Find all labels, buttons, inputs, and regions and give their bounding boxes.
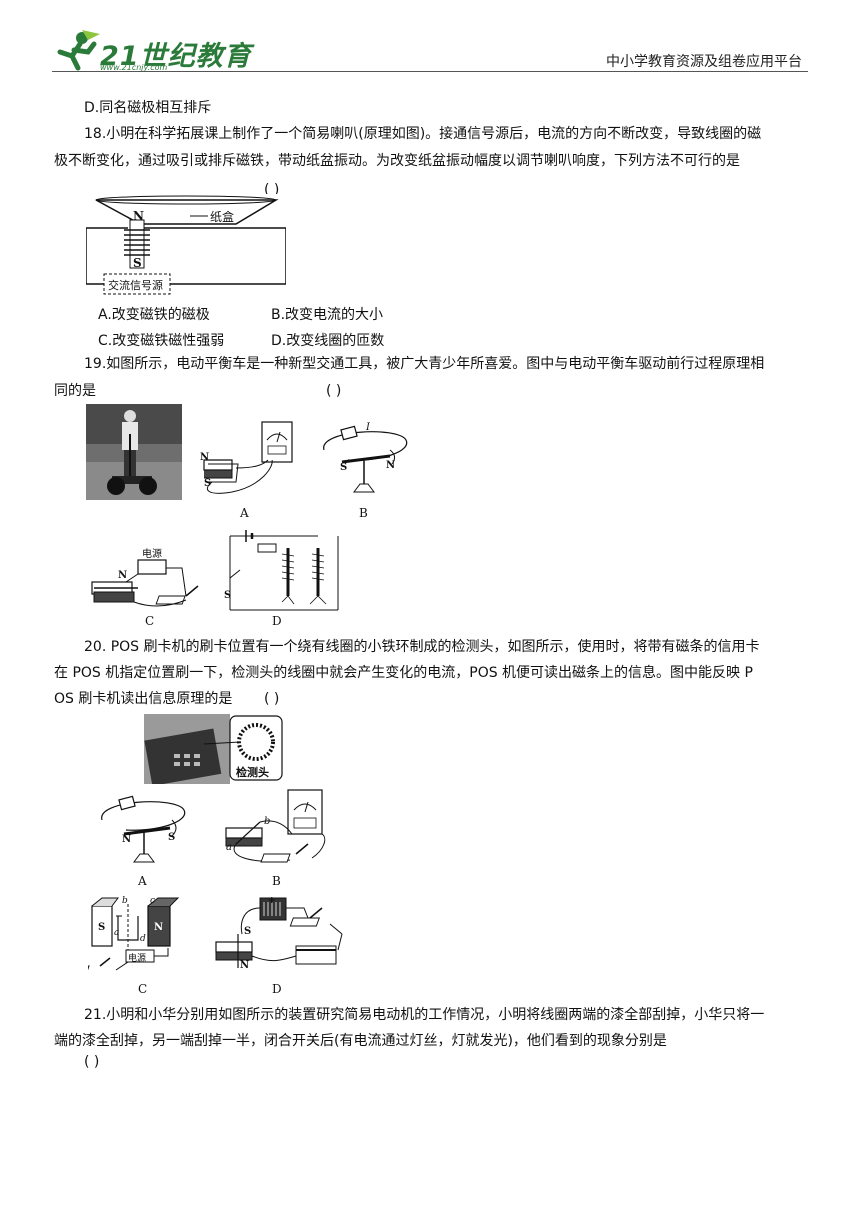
q21-line1: 21.小明和小华分别用如图所示的装置研究简易电动机的工作情况，小明将线圈两端的漆… (84, 1007, 765, 1023)
q19-figure-d (229, 530, 339, 611)
q20-c-label-power: 电源 (128, 954, 147, 964)
q18-option-c: C.改变磁铁磁性强弱 (98, 333, 225, 349)
q18-option-a: A.改变磁铁的磁极 (98, 307, 210, 323)
q20-pos-photo (144, 714, 283, 784)
q19-line2: 同的是 (54, 383, 96, 399)
q18-option-d: D.改变线圈的匝数 (271, 333, 385, 349)
q19-caption-c: C (145, 614, 155, 628)
q20-figure-a (101, 795, 186, 863)
q20-a-label-s: S (168, 832, 176, 843)
q20-caption-a: A (138, 874, 147, 888)
q21-bracket: ( ) (84, 1054, 100, 1070)
q20-label-head: 检测头 (236, 766, 269, 779)
q20-line1: 20. POS 刷卡机的刷卡位置有一个绕有线圈的小铁环制成的检测头，如图所示，使… (84, 639, 760, 655)
q20-caption-c: C (138, 982, 148, 996)
q19-caption-a: A (240, 506, 249, 520)
q19-figure-a (203, 421, 293, 494)
q20-c-label-c: c (150, 896, 156, 906)
platform-name: 中小学教育资源及组卷应用平台 (606, 54, 802, 70)
q21-line2: 端的漆全刮掉，另一端刮掉一半，闭合开关后(有电流通过灯丝，灯就发光)，他们看到的… (54, 1033, 667, 1049)
q20-a-label-n: N (122, 834, 132, 845)
q20-c-label-a: a (114, 928, 120, 938)
q20-d-label-plus: + (268, 896, 276, 906)
q19-d-label-s: S (224, 590, 232, 601)
q20-d-label-n: N (240, 960, 250, 971)
q20-c-label-s: S (98, 922, 106, 933)
q18-line1: 18.小明在科学拓展课上制作了一个简易喇叭(原理如图)。接通信号源后，电流的方向… (84, 126, 762, 142)
logo-url: www.21cnjy.com (100, 63, 168, 72)
prev-option-d: D.同名磁极相互排斥 (84, 100, 212, 116)
logo-text: 21世纪教育 (100, 41, 252, 72)
q18-label-s: S (133, 256, 142, 270)
q20-b-label-a: a (226, 842, 232, 853)
q19-figure-b (323, 425, 408, 493)
q19-caption-b: B (359, 506, 368, 520)
q20-b-label-b: b (264, 816, 271, 827)
q20-bracket: ( ) (264, 691, 280, 707)
q20-figure-d (215, 897, 343, 968)
q19-b-label-i: I (366, 422, 370, 433)
header-divider (52, 71, 808, 72)
q19-line1: 19.如图所示，电动平衡车是一种新型交通工具，被广大青少年所喜爱。图中与电动平衡… (84, 356, 765, 372)
q20-c-label-d: d (140, 934, 146, 944)
q19-a-label-n: N (200, 452, 210, 463)
q18-line2: 极不断变化，通过吸引或排斥磁铁，带动纸盆振动。为改变纸盆振动幅度以调节喇叭响度，… (54, 153, 740, 169)
q19-figure-c (91, 559, 199, 607)
q20-figure-c (88, 897, 180, 973)
q19-a-label-s: S (204, 478, 212, 489)
q18-label-source: 交流信号源 (108, 279, 163, 292)
q20-c-label-b: b (122, 896, 128, 906)
q20-d-label-s: S (244, 926, 252, 937)
q19-b-label-s: S (340, 462, 348, 473)
q20-caption-b: B (272, 874, 281, 888)
q20-line2: 在 POS 机指定位置刷一下，检测头的线圈中就会产生变化的电流，POS 机便可读… (54, 665, 753, 681)
q20-line3: OS 刷卡机读出信息原理的是 (54, 691, 233, 707)
q18-label-paper-cone: 纸盒 (210, 210, 235, 224)
logo-runner-icon (57, 30, 100, 71)
q19-balance-car-photo (86, 404, 182, 500)
q18-option-b: B.改变电流的大小 (271, 307, 384, 323)
q18-speaker-overlay (86, 194, 286, 298)
q20-c-label-n: N (154, 922, 164, 933)
q19-b-label-n: N (386, 460, 396, 471)
q20-figure-b (225, 789, 326, 863)
q19-c-label-power: 电源 (142, 549, 162, 560)
q18-label-n: N (133, 209, 144, 223)
q19-caption-d: D (272, 614, 282, 628)
q19-c-label-n: N (118, 570, 128, 581)
q20-caption-d: D (272, 982, 282, 996)
q19-bracket: ( ) (326, 383, 342, 399)
